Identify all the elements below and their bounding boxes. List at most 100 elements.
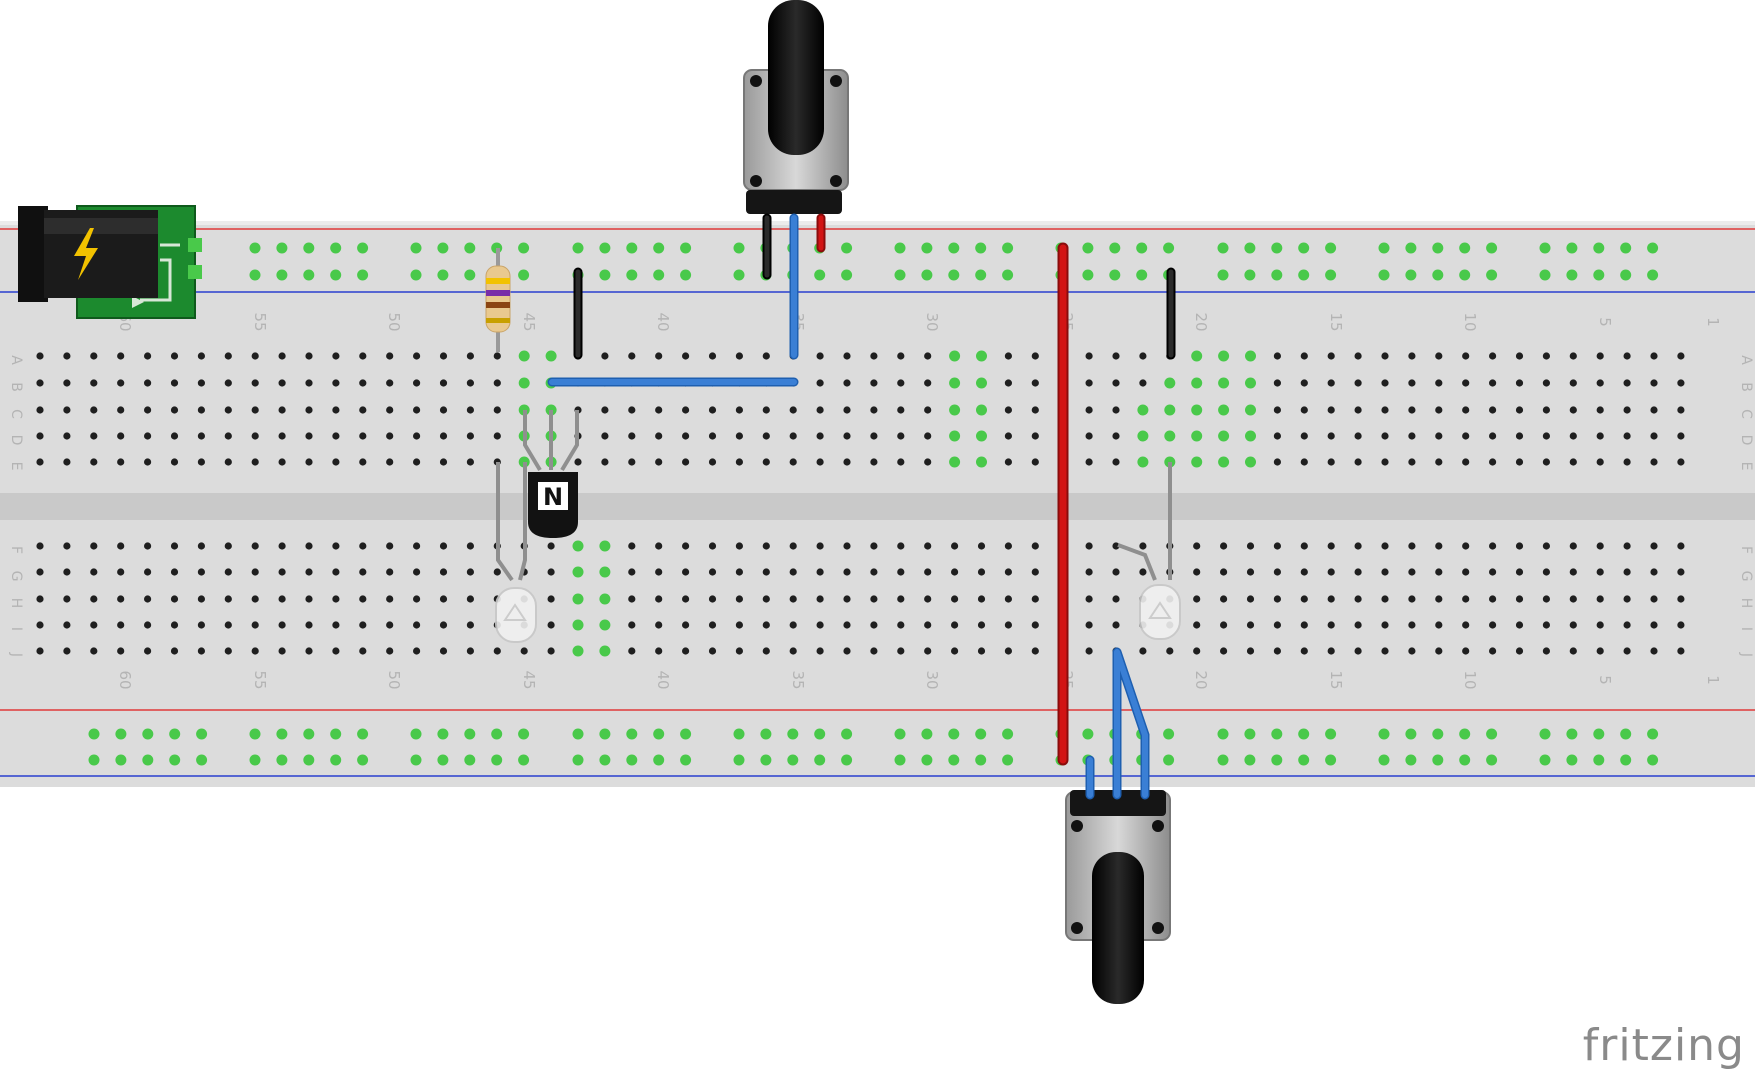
breadboard-hole[interactable] xyxy=(547,568,555,576)
power-rail-hole[interactable] xyxy=(1217,242,1229,254)
breadboard-hole[interactable] xyxy=(949,404,961,416)
breadboard-hole[interactable] xyxy=(493,647,501,655)
breadboard-hole[interactable] xyxy=(386,542,394,550)
breadboard-hole[interactable] xyxy=(1327,406,1335,414)
breadboard-hole[interactable] xyxy=(1542,621,1550,629)
breadboard-hole[interactable] xyxy=(1677,595,1685,603)
breadboard-hole[interactable] xyxy=(90,621,98,629)
breadboard-hole[interactable] xyxy=(924,379,932,387)
power-rail-hole[interactable] xyxy=(599,728,611,740)
power-rail-hole[interactable] xyxy=(1109,242,1121,254)
power-rail-hole[interactable] xyxy=(196,754,208,766)
breadboard-hole[interactable] xyxy=(977,542,986,550)
breadboard-hole[interactable] xyxy=(359,406,367,414)
breadboard-hole[interactable] xyxy=(63,595,71,603)
breadboard-hole[interactable] xyxy=(36,458,44,466)
breadboard-hole[interactable] xyxy=(170,621,179,629)
breadboard-hole[interactable] xyxy=(1462,432,1470,440)
breadboard-hole[interactable] xyxy=(924,542,932,550)
breadboard-hole[interactable] xyxy=(1623,568,1631,576)
breadboard-hole[interactable] xyxy=(1408,621,1416,629)
breadboard-hole[interactable] xyxy=(1408,647,1416,655)
breadboard-hole[interactable] xyxy=(1677,379,1685,387)
power-rail-hole[interactable] xyxy=(599,754,611,766)
breadboard-hole[interactable] xyxy=(762,595,770,603)
power-rail-hole[interactable] xyxy=(464,269,476,281)
power-rail-hole[interactable] xyxy=(1163,728,1175,740)
power-rail-hole[interactable] xyxy=(1378,754,1390,766)
breadboard-hole[interactable] xyxy=(951,621,959,629)
breadboard-hole[interactable] xyxy=(1381,568,1389,576)
breadboard-hole[interactable] xyxy=(1515,568,1524,576)
breadboard-hole[interactable] xyxy=(843,352,851,360)
breadboard-hole[interactable] xyxy=(870,595,878,603)
power-rail-hole[interactable] xyxy=(1136,269,1148,281)
breadboard-hole[interactable] xyxy=(924,458,932,466)
breadboard-hole[interactable] xyxy=(547,647,555,655)
breadboard-hole[interactable] xyxy=(251,352,259,360)
power-rail-hole[interactable] xyxy=(787,754,799,766)
breadboard-hole[interactable] xyxy=(1569,432,1577,440)
breadboard-hole[interactable] xyxy=(708,432,717,440)
breadboard-hole[interactable] xyxy=(117,621,125,629)
breadboard-hole[interactable] xyxy=(897,352,905,360)
power-rail-hole[interactable] xyxy=(249,754,261,766)
power-rail-hole[interactable] xyxy=(1566,754,1578,766)
breadboard-hole[interactable] xyxy=(413,595,421,603)
breadboard-hole[interactable] xyxy=(359,352,367,360)
breadboard-hole[interactable] xyxy=(1569,542,1577,550)
breadboard-hole[interactable] xyxy=(1677,568,1685,576)
breadboard-hole[interactable] xyxy=(224,406,232,414)
power-rail-hole[interactable] xyxy=(1566,269,1578,281)
breadboard-hole[interactable] xyxy=(1245,430,1256,442)
breadboard-hole[interactable] xyxy=(144,647,152,655)
breadboard-hole[interactable] xyxy=(1245,404,1256,416)
breadboard-hole[interactable] xyxy=(386,647,394,655)
breadboard-hole[interactable] xyxy=(1677,352,1685,360)
breadboard-hole[interactable] xyxy=(1139,379,1147,387)
power-rail-hole[interactable] xyxy=(518,728,530,740)
breadboard-hole[interactable] xyxy=(1650,458,1658,466)
power-rail-hole[interactable] xyxy=(1459,269,1471,281)
breadboard-hole[interactable] xyxy=(386,379,394,387)
breadboard-hole[interactable] xyxy=(735,432,744,440)
breadboard-hole[interactable] xyxy=(1542,432,1550,440)
breadboard-hole[interactable] xyxy=(1246,542,1255,550)
breadboard-hole[interactable] xyxy=(1273,379,1281,387)
power-rail-hole[interactable] xyxy=(303,242,315,254)
breadboard-hole[interactable] xyxy=(1300,568,1308,576)
power-rail-hole[interactable] xyxy=(572,242,584,254)
power-rail-hole[interactable] xyxy=(948,242,960,254)
power-rail-hole[interactable] xyxy=(1593,754,1605,766)
breadboard-hole[interactable] xyxy=(1218,456,1230,468)
breadboard-hole[interactable] xyxy=(197,352,205,360)
power-rail-hole[interactable] xyxy=(249,269,261,281)
breadboard-hole[interactable] xyxy=(951,568,959,576)
power-rail-hole[interactable] xyxy=(276,269,288,281)
breadboard-hole[interactable] xyxy=(332,352,340,360)
breadboard-hole[interactable] xyxy=(1273,406,1281,414)
power-rail-hole[interactable] xyxy=(894,269,906,281)
breadboard-hole[interactable] xyxy=(197,542,205,550)
breadboard-hole[interactable] xyxy=(951,647,959,655)
breadboard-hole[interactable] xyxy=(1623,647,1631,655)
power-rail-hole[interactable] xyxy=(1325,242,1337,254)
breadboard-hole[interactable] xyxy=(144,432,152,440)
breadboard-hole[interactable] xyxy=(90,379,98,387)
breadboard-hole[interactable] xyxy=(1489,406,1497,414)
breadboard-hole[interactable] xyxy=(572,593,584,605)
breadboard-hole[interactable] xyxy=(224,568,232,576)
breadboard-hole[interactable] xyxy=(144,352,152,360)
power-rail-hole[interactable] xyxy=(975,269,987,281)
power-rail-hole[interactable] xyxy=(1539,754,1551,766)
breadboard-hole[interactable] xyxy=(224,542,232,550)
power-rail-hole[interactable] xyxy=(1163,754,1175,766)
breadboard-hole[interactable] xyxy=(599,566,611,578)
breadboard-hole[interactable] xyxy=(843,568,851,576)
power-rail-hole[interactable] xyxy=(572,754,584,766)
power-rail-hole[interactable] xyxy=(1325,754,1337,766)
breadboard-hole[interactable] xyxy=(1435,647,1443,655)
breadboard-hole[interactable] xyxy=(359,647,367,655)
power-rail-hole[interactable] xyxy=(1620,269,1632,281)
power-rail-hole[interactable] xyxy=(680,728,692,740)
